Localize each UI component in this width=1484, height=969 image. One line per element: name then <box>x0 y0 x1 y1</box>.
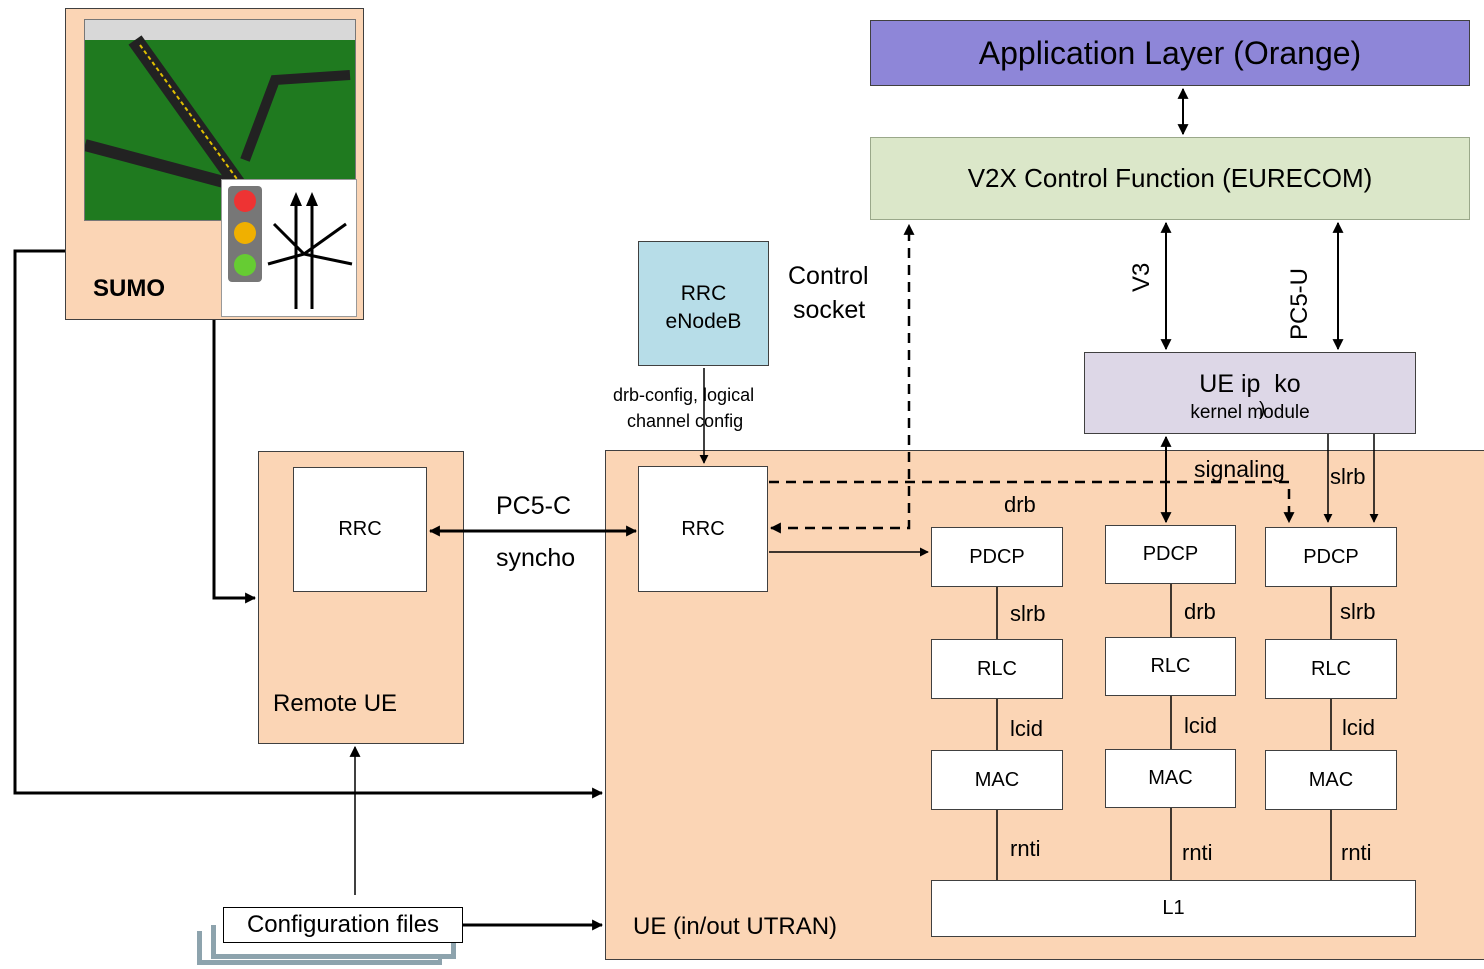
rlc-box-3: RLC <box>1265 639 1397 699</box>
ue-utran-label: UE (in/out UTRAN) <box>633 913 838 940</box>
ue-ip-ko-line2: kernel module <box>1190 402 1310 423</box>
remote-ue-rrc-label: RRC <box>338 518 382 540</box>
pdcp-label-3: PDCP <box>1303 545 1359 568</box>
lcid-label-3: lcid <box>1342 715 1376 740</box>
bearer-label-3: slrb <box>1340 599 1376 624</box>
mac-box-3: MAC <box>1265 750 1397 810</box>
rlc-box-2: RLC <box>1105 637 1236 696</box>
pdcp-label-1: PDCP <box>969 545 1025 568</box>
ue-rrc-box: RRC <box>638 466 768 592</box>
remote-ue-box: RRC Remote UE <box>258 451 464 744</box>
rlc-label-2: RLC <box>1150 655 1191 677</box>
slrb-label-top: slrb <box>1330 464 1366 489</box>
rrc-enodeb-box: RRC eNodeB <box>638 241 769 366</box>
v2x-control-function-label: V2X Control Function (EURECOM) <box>967 163 1373 193</box>
sumo-box: SUMO <box>65 8 364 320</box>
rlc-box-1: RLC <box>931 639 1063 699</box>
v2x-control-function-box: V2X Control Function (EURECOM) <box>870 137 1470 220</box>
rrc-enodeb-line2: eNodeB <box>665 310 742 333</box>
ue-rrc-label: RRC <box>681 517 725 540</box>
bearer-label-1: slrb <box>1010 601 1046 626</box>
remote-ue-rrc-box: RRC <box>293 467 427 592</box>
config-files-label: Configuration files <box>246 911 440 938</box>
sumo-label: SUMO <box>93 275 165 302</box>
rrc-enodeb-line1: RRC <box>680 282 727 305</box>
mac-label-3: MAC <box>1308 768 1354 791</box>
pdcp-box-2: PDCP <box>1105 525 1236 584</box>
mac-label-1: MAC <box>974 768 1020 791</box>
mac-label-2: MAC <box>1148 767 1193 789</box>
application-layer-box: Application Layer (Orange) <box>870 20 1470 86</box>
rnti-label-3: rnti <box>1341 840 1372 865</box>
drb-config-line2: channel config <box>627 411 744 431</box>
signaling-label: signaling <box>1194 456 1285 482</box>
pdcp-label-2: PDCP <box>1142 543 1199 565</box>
ue-ip-ko-stray-paren: ) <box>1259 399 1266 420</box>
mac-box-1: MAC <box>931 750 1063 810</box>
drb-config-line1: drb-config, logical <box>613 385 755 405</box>
config-files-box: Configuration files <box>223 907 463 943</box>
rnti-label-2: rnti <box>1182 840 1213 865</box>
l1-label: L1 <box>1162 897 1185 919</box>
mac-box-2: MAC <box>1105 749 1236 808</box>
lcid-label-1: lcid <box>1010 716 1044 741</box>
traffic-light-icon <box>221 179 357 317</box>
drb-label-top: drb <box>1004 492 1036 517</box>
pc5c-label: PC5-C <box>496 492 572 520</box>
pdcp-box-3: PDCP <box>1265 527 1397 587</box>
ue-ip-ko-line1: UE ip ko <box>1199 370 1301 398</box>
application-layer-label: Application Layer (Orange) <box>978 34 1362 71</box>
syncho-label: syncho <box>496 544 576 572</box>
bearer-label-2: drb <box>1184 599 1216 624</box>
rlc-label-3: RLC <box>1310 657 1351 680</box>
l1-box: L1 <box>931 880 1416 937</box>
rlc-label-1: RLC <box>976 657 1017 680</box>
remote-ue-label: Remote UE <box>273 690 398 717</box>
rnti-label-1: rnti <box>1010 836 1041 861</box>
pdcp-box-1: PDCP <box>931 527 1063 587</box>
lcid-label-2: lcid <box>1184 713 1218 738</box>
ue-ip-ko-box: UE ip ko kernel module ) <box>1084 352 1416 434</box>
